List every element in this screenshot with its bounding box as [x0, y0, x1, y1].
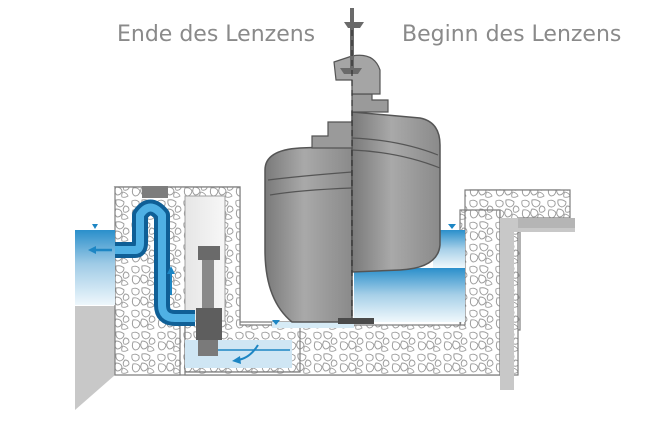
mast	[350, 8, 354, 68]
pipe-valve-top	[142, 186, 168, 198]
dock-floor-water	[272, 322, 354, 328]
pump-body	[196, 308, 222, 340]
discharge-pipe	[115, 186, 195, 326]
keel-block	[338, 318, 374, 324]
flow-arrows	[88, 246, 259, 364]
mast-top	[344, 22, 364, 28]
label-end-of-draining: Ende des Lenzens	[117, 22, 316, 47]
hull-line-right-1	[351, 137, 439, 156]
water-level-mark-floor	[272, 320, 280, 325]
superstructure-right	[351, 93, 389, 113]
right-ground-base	[500, 218, 575, 390]
pump-motor	[198, 246, 220, 260]
bridge	[333, 54, 381, 95]
dock-water	[354, 268, 465, 322]
ship	[264, 8, 441, 324]
sump-arrowhead	[232, 356, 241, 364]
ship-hull-right	[351, 111, 441, 273]
upper-dock-water	[433, 230, 465, 268]
pump-intake	[198, 340, 218, 356]
pump-unit	[196, 246, 222, 356]
outflow-arrowhead	[88, 246, 96, 254]
left-ground-base	[75, 306, 115, 410]
water-level-mark-left	[92, 224, 98, 229]
right-wall-rubble	[464, 189, 571, 376]
right-ground-edge	[518, 218, 575, 228]
hull-line-left-2	[269, 187, 353, 196]
ship-hull-left	[264, 145, 353, 323]
pump-column	[202, 260, 214, 310]
water-level-mark-right	[448, 224, 456, 229]
hull-line-left-1	[267, 171, 353, 181]
label-start-of-draining: Beginn des Lenzens	[402, 22, 622, 47]
hull-line-right-2	[351, 149, 441, 169]
superstructure-left	[311, 121, 353, 149]
sea-water-left	[75, 230, 115, 305]
upflow-arrowhead	[167, 266, 175, 274]
mast-platform	[340, 68, 362, 74]
